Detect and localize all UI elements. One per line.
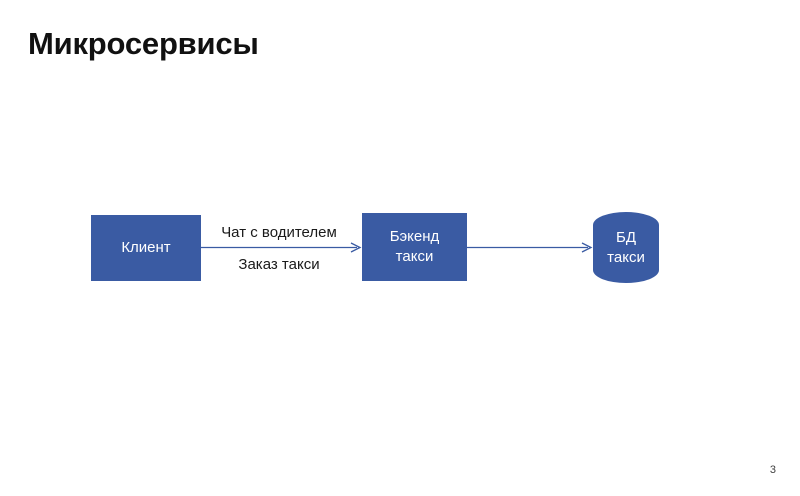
diagram-node-backend-label-line1: Бэкенд (389, 228, 440, 246)
database-cylinder-icon (593, 212, 659, 283)
diagram-node-database-label-line2: такси (607, 248, 645, 266)
diagram-node-database-label-line1: БД (615, 228, 636, 246)
page-number: 3 (769, 464, 776, 476)
arrowhead-icon-backend-to-database (581, 242, 593, 253)
diagram-node-database-label: БД такси (593, 212, 659, 283)
edge-label-chat-with-driver: Чат с водителем (221, 224, 337, 241)
edge-label-order-taxi: Заказ такси (238, 256, 320, 273)
diagram-node-client[interactable]: Клиент (91, 215, 201, 281)
diagram-node-backend[interactable]: Бэкенд такси (362, 213, 467, 281)
diagram-node-client-label: Клиент (121, 239, 171, 257)
diagram-node-database[interactable]: БД такси (593, 212, 659, 283)
edge-client-to-backend (201, 242, 362, 253)
edge-backend-to-database (467, 242, 593, 253)
page-title: Микросервисы (28, 26, 259, 61)
diagram-node-backend-label-line2: такси (395, 248, 434, 265)
arrowhead-icon-client-to-backend (350, 242, 362, 253)
